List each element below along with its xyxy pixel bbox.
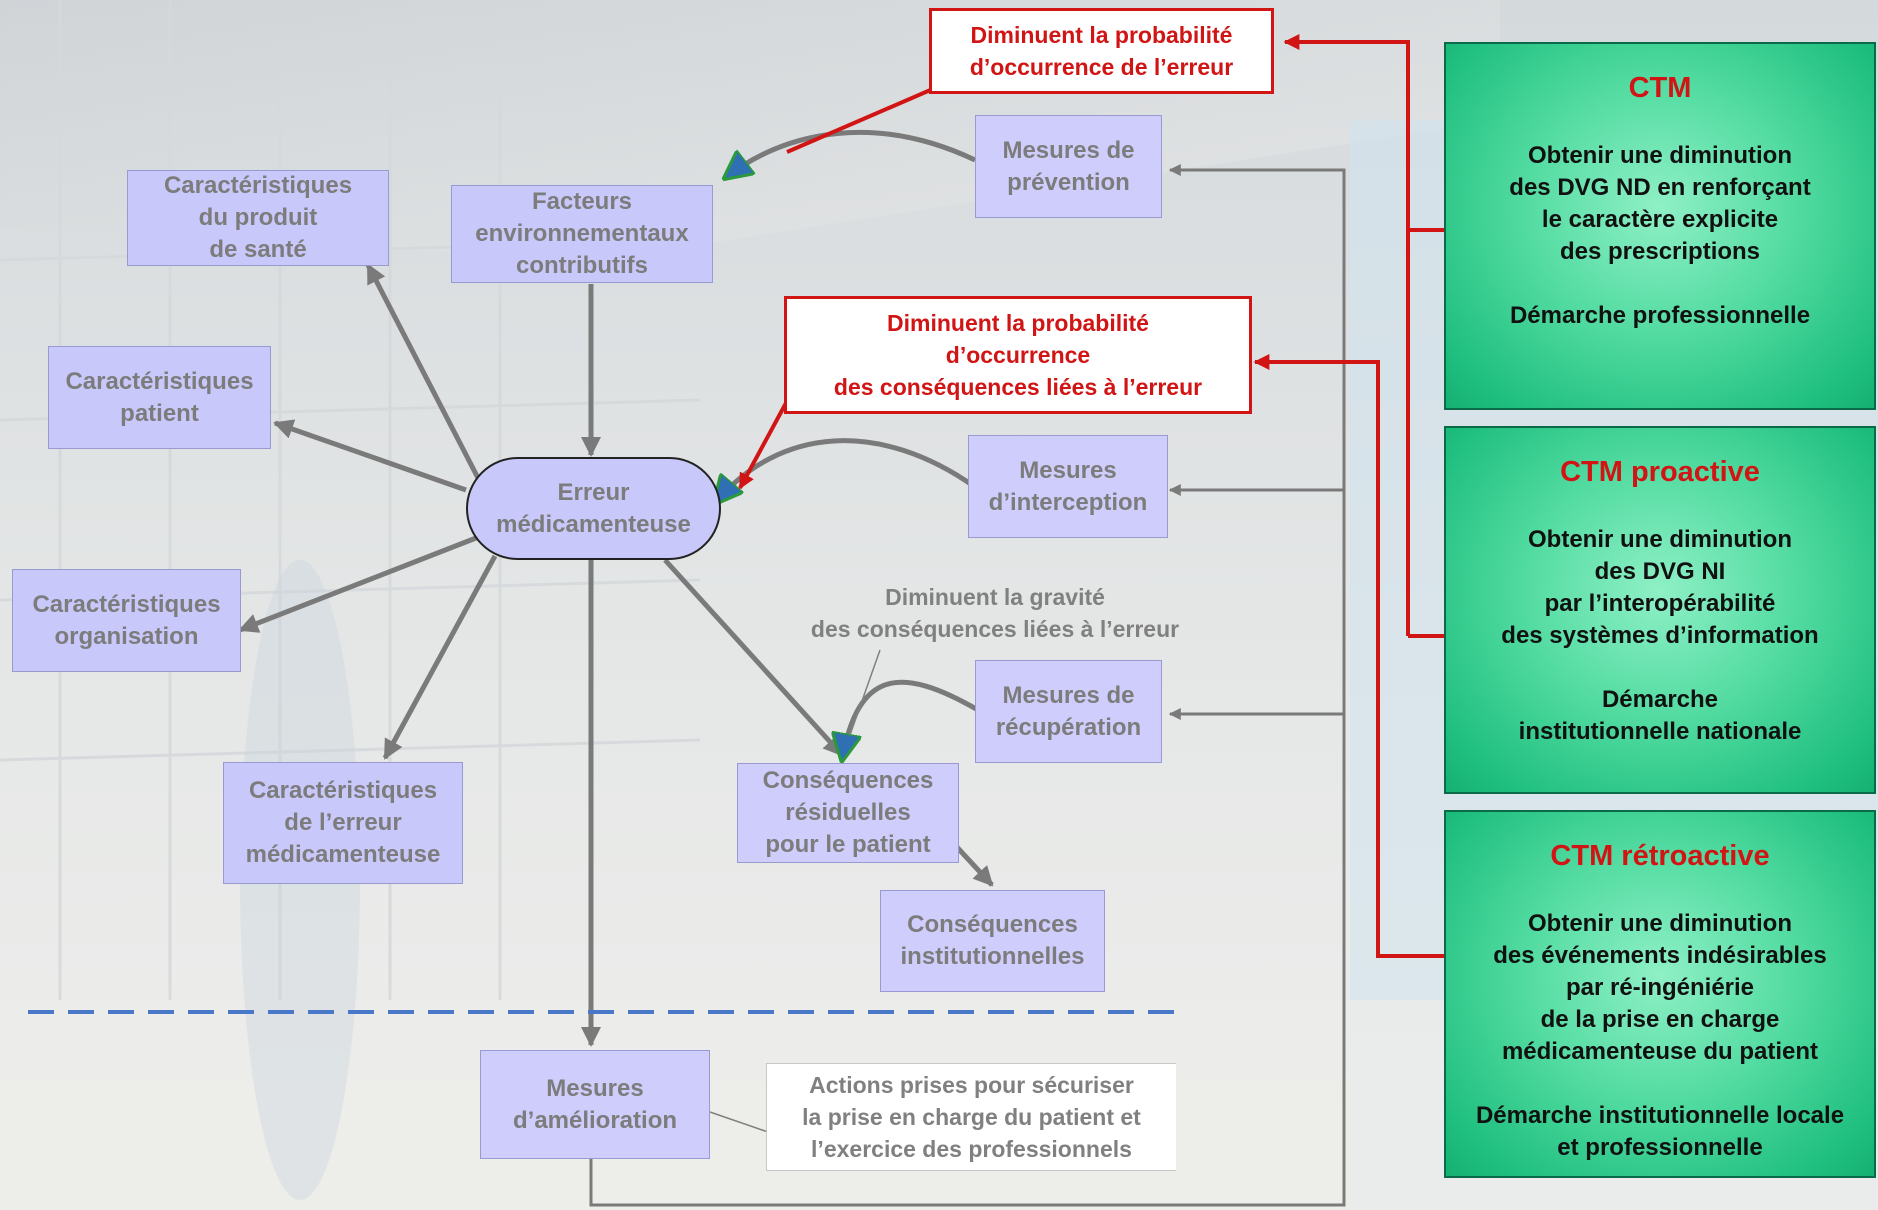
red-prob-cons-line-3: des conséquences liées à l’erreur [833,374,1203,400]
red-prob-cons-line-2: d’occurrence [945,342,1091,368]
factors-line-1: Facteurs [531,188,633,215]
actions-line-3: l’exercice des professionnels [811,1136,1132,1162]
panel-proactive-footer-1: Démarche [1601,686,1719,713]
panel-ctm-retroactive: CTM rétroactive Obtenir une diminution d… [1444,810,1876,1178]
char-error-line-1: Caractéristiques [248,777,438,804]
node-mesures-recuperation: Mesures de récupération [975,660,1162,763]
prevention-line-2: prévention [1007,168,1130,196]
panel-retroactive-footer-2: et professionnelle [1557,1134,1763,1161]
panel-retroactive-footer-1: Démarche institutionnelle locale [1475,1102,1845,1129]
char-error-line-3: médicamenteuse [245,841,441,868]
node-consequences-institutionnelles: Conséquences institutionnelles [880,890,1105,992]
char-patient-line-1: Caractéristiques [65,367,254,395]
panel-ctm-proactive: CTM proactive Obtenir une diminution des… [1444,426,1876,794]
panel-retroactive-body-3: par ré-ingéniérie [1565,974,1755,1001]
residual-line-3: pour le patient [765,831,931,858]
panel-proactive-body-1: Obtenir une diminution [1528,526,1792,553]
factors-line-3: contributifs [516,252,648,279]
red-box-prob-consequences: Diminuent la probabilité d’occurrence de… [784,296,1252,414]
gravity-line-2: des conséquences liées à l’erreur [810,616,1180,642]
center-line-1: Erreur [557,478,630,506]
interception-line-1: Mesures [1019,456,1117,484]
panel-proactive-footer-2: institutionnelle nationale [1518,718,1802,745]
red-prob-cons-line-1: Diminuent la probabilité [887,310,1149,336]
panel-ctm-body-3: le caractère explicite [1541,206,1779,233]
improvement-line-1: Mesures [546,1074,644,1102]
panel-retroactive-body-5: médicamenteuse du patient [1501,1038,1819,1065]
char-org-line-1: Caractéristiques [32,590,221,618]
node-char-patient: Caractéristiques patient [48,346,271,449]
label-gravity: Diminuent la gravité des conséquences li… [770,580,1220,646]
panel-ctm-footer-1: Démarche professionnelle [1509,302,1811,329]
char-product-line-1: Caractéristiques [163,172,353,199]
red-prob-error-line-1: Diminuent la probabilité [970,22,1233,48]
residual-line-1: Conséquences [762,767,934,794]
panel-retroactive-body-4: de la prise en charge [1540,1006,1780,1033]
gravity-line-1: Diminuent la gravité [885,584,1105,610]
institutional-line-2: institutionnelles [900,943,1085,970]
interception-line-2: d’interception [988,488,1148,516]
panel-proactive-body-3: par l’interopérabilité [1544,590,1776,617]
panel-ctm: CTM Obtenir une diminution des DVG ND en… [1444,42,1876,410]
node-char-product: Caractéristiques du produit de santé [127,170,389,266]
red-prob-error-line-2: d’occurrence de l’erreur [969,54,1234,80]
panel-ctm-body-1: Obtenir une diminution [1528,142,1792,169]
factors-line-2: environnementaux [475,220,689,247]
actions-line-1: Actions prises pour sécuriser [809,1072,1134,1098]
actions-line-2: la prise en charge du patient et [802,1104,1141,1130]
panel-ctm-body-4: des prescriptions [1559,238,1761,265]
node-char-error: Caractéristiques de l’erreur médicamente… [223,762,463,884]
node-mesures-prevention: Mesures de prévention [975,115,1162,218]
panel-ctm-title: CTM [1628,72,1692,104]
char-product-line-3: de santé [209,236,307,263]
red-box-prob-error: Diminuent la probabilité d’occurrence de… [929,8,1274,94]
node-char-organisation: Caractéristiques organisation [12,569,241,672]
panel-proactive-body-4: des systèmes d’information [1501,622,1819,649]
node-mesures-amelioration: Mesures d’amélioration [480,1050,710,1159]
panel-retroactive-body-2: des événements indésirables [1493,942,1827,969]
center-node-erreur-medicamenteuse: Erreur médicamenteuse [466,457,721,560]
node-facteurs-environnementaux: Facteurs environnementaux contributifs [451,185,713,283]
panel-ctm-body-2: des DVG ND en renforçant [1509,174,1811,201]
char-product-line-2: du produit [198,204,318,231]
center-line-2: médicamenteuse [496,510,691,538]
note-actions-prises: Actions prises pour sécuriser la prise e… [766,1063,1176,1171]
prevention-line-1: Mesures de [1002,136,1135,164]
char-error-line-2: de l’erreur [284,809,402,836]
improvement-line-2: d’amélioration [512,1106,678,1134]
panel-proactive-title: CTM proactive [1560,456,1760,488]
char-org-line-2: organisation [54,622,199,650]
panel-proactive-body-2: des DVG NI [1594,558,1726,585]
panel-retroactive-title: CTM rétroactive [1550,840,1770,872]
residual-line-2: résiduelles [785,799,911,826]
institutional-line-1: Conséquences [907,911,1078,938]
node-consequences-residuelles: Conséquences résiduelles pour le patient [737,763,959,863]
panel-retroactive-body-1: Obtenir une diminution [1528,910,1792,937]
recuperation-line-2: récupération [995,713,1142,741]
recuperation-line-1: Mesures de [1002,681,1135,709]
char-patient-line-2: patient [120,399,199,427]
node-mesures-interception: Mesures d’interception [968,435,1168,538]
